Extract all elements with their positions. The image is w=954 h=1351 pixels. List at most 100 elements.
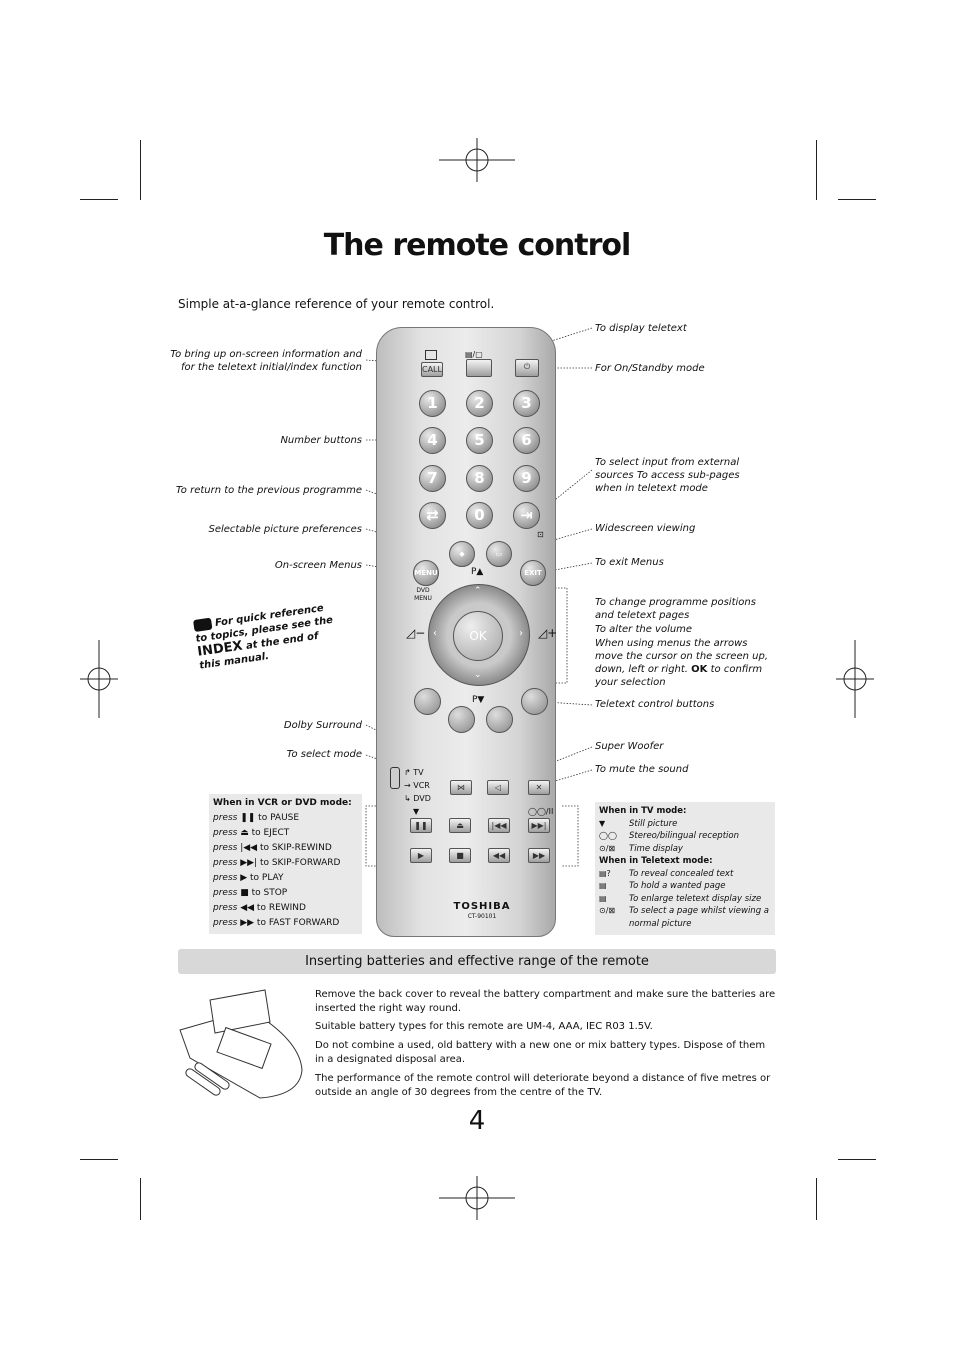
vcr-action: to FAST FORWARD: [256, 918, 340, 928]
tv-mode-line: ⊙/⊠Time display: [599, 843, 775, 856]
label-teletext-control: Teletext control buttons: [595, 699, 715, 710]
crop-mark: [816, 1178, 817, 1220]
up-arrow-icon[interactable]: ⌃: [474, 586, 482, 596]
mode-vcr: → VCR: [404, 781, 430, 790]
label-arrows: When using menus the arrows move the cur…: [595, 637, 777, 689]
number-button-9[interactable]: 9: [513, 465, 540, 492]
skip-rewind-button[interactable]: |◀◀: [488, 818, 510, 833]
vcr-box-heading: When in VCR or DVD mode:: [213, 798, 352, 808]
teletext-mode-heading: When in Teletext mode:: [599, 856, 713, 866]
stop-button[interactable]: ■: [449, 848, 471, 863]
vcr-line: press ◀◀ to REWIND: [213, 901, 362, 916]
dvd-menu-label: DVD MENU: [414, 587, 432, 602]
teletext-mode-line: ▤To hold a wanted page: [599, 880, 775, 893]
left-arrow-icon[interactable]: ‹: [433, 628, 437, 639]
teletext-icon: ▤/▢: [465, 350, 483, 359]
vcr-line: press ▶▶ to FAST FORWARD: [213, 916, 362, 931]
eject-button[interactable]: ⏏: [449, 818, 471, 833]
label-prev: To return to the previous programme: [175, 485, 362, 496]
label-standby: For On/Standby mode: [595, 363, 705, 374]
teletext-green-button[interactable]: [448, 706, 475, 733]
battery-section-heading: Inserting batteries and effective range …: [178, 949, 776, 974]
right-arrow-icon[interactable]: ›: [519, 628, 523, 639]
ok-button[interactable]: OK: [453, 611, 503, 661]
number-button-7[interactable]: 7: [419, 465, 446, 492]
skip-forward-button[interactable]: ▶▶|: [528, 818, 550, 833]
label-dolby: Dolby Surround: [283, 720, 362, 731]
number-button-3[interactable]: 3: [513, 390, 540, 417]
label-teletext: To display teletext: [595, 323, 687, 334]
crop-mark: [140, 140, 141, 200]
vcr-symbol: ■: [240, 888, 249, 898]
tv-teletext-box: When in TV mode: ▼Still picture◯◯Stereo/…: [595, 802, 775, 935]
mode-vcr-label: VCR: [413, 781, 430, 790]
widescreen-button[interactable]: ▭: [486, 541, 512, 567]
press-word: press: [213, 918, 238, 928]
teletext-mode-icon: ▤?: [599, 868, 611, 878]
info-icon: [425, 350, 437, 360]
number-button-4[interactable]: 4: [419, 427, 446, 454]
mode-tv: ↱ TV: [404, 768, 424, 777]
mute-button[interactable]: ✕: [528, 780, 550, 795]
power-button[interactable]: ⏻: [515, 359, 539, 377]
menu-button[interactable]: MENU: [413, 560, 439, 586]
number-button-0[interactable]: 0: [466, 502, 493, 529]
dolby-button[interactable]: ⋈: [450, 780, 472, 795]
pause-button[interactable]: ❚❚: [410, 818, 432, 833]
navigation-ring[interactable]: [428, 584, 530, 686]
vcr-line: press ▶▶| to SKIP-FORWARD: [213, 856, 362, 871]
call-button[interactable]: CALL: [421, 362, 443, 377]
tv-mode-line: ◯◯Stereo/bilingual reception: [599, 830, 775, 843]
number-button-1[interactable]: 1: [419, 390, 446, 417]
mode-tv-label: TV: [413, 768, 424, 777]
vcr-symbol: ❚❚: [240, 813, 256, 823]
tv-mode-icon: ▼: [599, 818, 606, 828]
mode-switch[interactable]: [390, 767, 400, 789]
woofer-button[interactable]: ◁: [487, 780, 509, 795]
number-button-8[interactable]: 8: [466, 465, 493, 492]
input-button[interactable]: ⇥: [513, 502, 540, 529]
fast-forward-button[interactable]: ▶▶: [528, 848, 550, 863]
tv-mode-line: ▼Still picture: [599, 818, 775, 831]
exit-button[interactable]: EXIT: [520, 560, 546, 586]
teletext-red-button[interactable]: [414, 688, 441, 715]
battery-paragraph-3: Do not combine a used, old battery with …: [315, 1040, 766, 1065]
battery-paragraph-2: Suitable battery types for this remote a…: [315, 1021, 653, 1032]
battery-paragraph-1: Remove the back cover to reveal the batt…: [315, 989, 776, 1014]
teletext-yellow-button[interactable]: [486, 706, 513, 733]
teletext-mode-text: To hold a wanted page: [629, 881, 726, 891]
number-button-2[interactable]: 2: [466, 390, 493, 417]
picture-button[interactable]: ◆: [449, 541, 475, 567]
press-word: press: [213, 813, 238, 823]
vcr-action: to SKIP-FORWARD: [259, 858, 341, 868]
teletext-mode-text: To select a page whilst viewing a normal…: [629, 906, 769, 929]
rewind-button[interactable]: ◀◀: [488, 848, 510, 863]
page-title: The remote control: [323, 228, 632, 263]
label-volume: To alter the volume: [595, 624, 693, 635]
label-numbers: Number buttons: [280, 435, 362, 446]
number-button-6[interactable]: 6: [513, 427, 540, 454]
play-button[interactable]: ▶: [410, 848, 432, 863]
teletext-button[interactable]: [466, 359, 492, 377]
number-button-5[interactable]: 5: [466, 427, 493, 454]
tv-mode-text: Time display: [629, 843, 683, 854]
press-word: press: [213, 828, 238, 838]
down-arrow-icon[interactable]: ⌄: [474, 670, 482, 680]
label-menus: On-screen Menus: [274, 560, 362, 571]
vcr-line: press ❚❚ to PAUSE: [213, 811, 362, 826]
crop-mark: [140, 1178, 141, 1220]
teletext-mode-icon: ⊙/⊠: [599, 906, 616, 915]
crop-mark: [816, 140, 817, 200]
vcr-line: press |◀◀ to SKIP-REWIND: [213, 841, 362, 856]
tv-mode-lines: ▼Still picture◯◯Stereo/bilingual recepti…: [599, 818, 775, 856]
teletext-mode-line: ▤?To reveal concealed text: [599, 868, 775, 881]
teletext-blue-button[interactable]: [521, 688, 548, 715]
vcr-symbol: ▶: [240, 873, 248, 883]
still-icon: ▼: [413, 807, 420, 816]
hand-icon: [193, 617, 213, 633]
previous-programme-button[interactable]: ⇄: [419, 502, 446, 529]
press-word: press: [213, 873, 238, 883]
vcr-action: to PLAY: [250, 873, 284, 883]
crop-mark: [80, 1159, 118, 1160]
vcr-dvd-box: When in VCR or DVD mode: press ❚❚ to PAU…: [209, 794, 362, 934]
